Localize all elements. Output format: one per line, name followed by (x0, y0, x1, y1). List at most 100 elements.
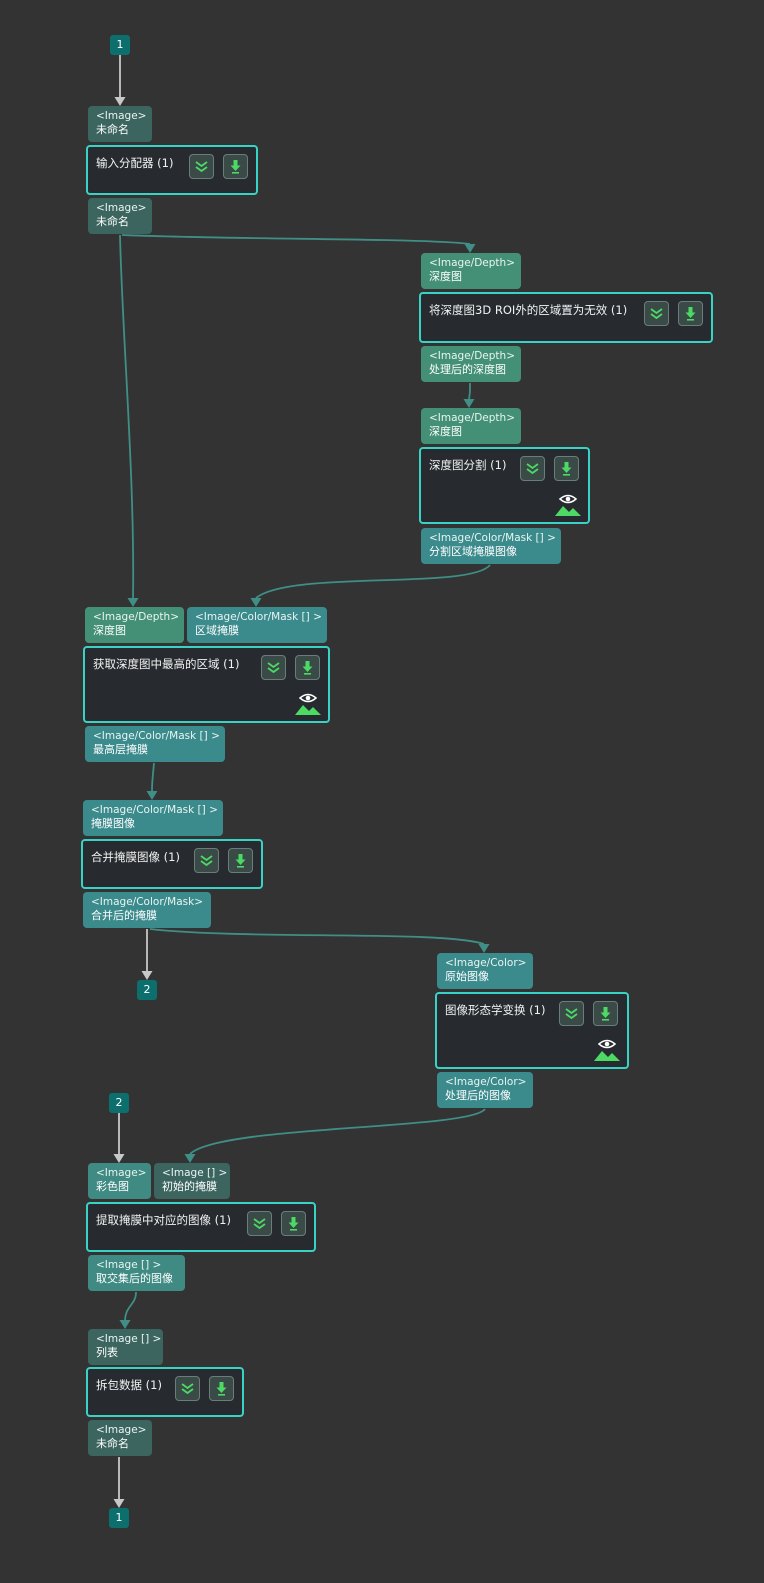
edge-extract-to-unpack (124, 1291, 137, 1321)
edge-morphology-to-extract-arrow (184, 1154, 196, 1163)
node-merge-masks[interactable]: 合并掩膜图像 (1) (81, 839, 263, 889)
port-type: <Image> (96, 1167, 147, 1179)
port-name: 最高层掩膜 (93, 743, 148, 756)
edge-roi-to-segmentation (468, 382, 471, 400)
node-title: 获取深度图中最高的区域 (1) (93, 657, 240, 671)
port-name: 分割区域掩膜图像 (429, 545, 517, 558)
download-button[interactable] (209, 1376, 234, 1401)
node-highest-region[interactable]: 获取深度图中最高的区域 (1) (83, 646, 330, 723)
edge-splitter-to-highest-arrow (127, 598, 139, 607)
expand-button[interactable] (644, 301, 669, 326)
port-name: 原始图像 (445, 970, 489, 983)
output-port[interactable]: <Image [] > 取交集后的图像 (88, 1255, 185, 1291)
input-port[interactable]: <Image/Depth> 深度图 (421, 253, 521, 289)
input-port[interactable]: <Image [] > 列表 (88, 1329, 163, 1365)
port-type: <Image [] > (96, 1333, 162, 1345)
node-title: 合并掩膜图像 (1) (91, 850, 180, 864)
port-type: <Image> (96, 110, 147, 122)
port-type: <Image/Color> (445, 1076, 527, 1088)
port-type: <Image/Color/Mask [] > (91, 804, 218, 816)
edge-extract-to-unpack-arrow (119, 1320, 131, 1329)
download-button[interactable] (295, 655, 320, 680)
input-port[interactable]: <Image/Depth> 深度图 (421, 408, 521, 444)
input-port[interactable]: <Image/Color/Mask [] > 区域掩膜 (187, 607, 327, 643)
edge-splitter-to-roi-arrow (464, 244, 476, 253)
expand-button[interactable] (559, 1001, 584, 1026)
input-port[interactable]: <Image/Color> 原始图像 (437, 953, 533, 989)
edge-splitter-to-highest (119, 234, 135, 599)
node-title: 输入分配器 (1) (96, 156, 174, 170)
expand-button[interactable] (261, 655, 286, 680)
port-name: 合并后的掩膜 (91, 909, 157, 922)
input-port[interactable]: <Image> 未命名 (88, 106, 152, 142)
node-title: 深度图分割 (1) (429, 458, 507, 472)
download-button[interactable] (678, 301, 703, 326)
input-port[interactable]: <Image [] > 初始的掩膜 (154, 1163, 230, 1199)
port-name: 深度图 (429, 270, 462, 283)
port-name: 初始的掩膜 (162, 1180, 217, 1193)
node-depth-segmentation[interactable]: 深度图分割 (1) (419, 447, 590, 524)
download-button[interactable] (281, 1211, 306, 1236)
download-button[interactable] (223, 154, 248, 179)
input-port[interactable]: <Image/Depth> 深度图 (85, 607, 184, 643)
connector-badge-1-top[interactable]: 1 (110, 35, 130, 55)
expand-button[interactable] (520, 456, 545, 481)
port-type: <Image/Depth> (429, 412, 515, 424)
port-type: <Image> (96, 1424, 147, 1436)
port-name: 未命名 (96, 123, 129, 136)
output-port[interactable]: <Image/Color/Mask> 合并后的掩膜 (83, 892, 211, 928)
output-port[interactable]: <Image/Depth> 处理后的深度图 (421, 346, 521, 382)
node-morphology[interactable]: 图像形态学变换 (1) (435, 992, 629, 1069)
connector-badge-1-bottom[interactable]: 1 (109, 1508, 129, 1528)
output-port[interactable]: <Image> 未命名 (88, 198, 152, 234)
expand-button[interactable] (189, 154, 214, 179)
input-port[interactable]: <Image> 彩色图 (88, 1163, 151, 1199)
port-type: <Image/Color/Mask [] > (195, 611, 322, 623)
expand-button[interactable] (175, 1376, 200, 1401)
port-name: 彩色图 (96, 1180, 129, 1193)
download-button[interactable] (554, 456, 579, 481)
port-type: <Image/Color/Mask> (91, 896, 204, 908)
edge-unpack-to-badge1-arrow (113, 1499, 125, 1508)
port-type: <Image/Depth> (429, 350, 515, 362)
expand-button[interactable] (247, 1211, 272, 1236)
node-extract-masked-image[interactable]: 提取掩膜中对应的图像 (1) (86, 1202, 316, 1252)
output-port[interactable]: <Image/Color/Mask [] > 分割区域掩膜图像 (421, 528, 561, 564)
output-port[interactable]: <Image/Color> 处理后的图像 (437, 1072, 533, 1108)
viewer-icon[interactable] (593, 1038, 621, 1062)
node-depth-roi-invalidate[interactable]: 将深度图3D ROI外的区域置为无效 (1) (419, 292, 713, 343)
node-title: 拆包数据 (1) (96, 1378, 162, 1392)
expand-button[interactable] (194, 848, 219, 873)
port-name: 列表 (96, 1346, 118, 1359)
output-port[interactable]: <Image/Color/Mask [] > 最高层掩膜 (85, 726, 225, 762)
input-port[interactable]: <Image/Color/Mask [] > 掩膜图像 (83, 800, 223, 836)
edge-badge2-to-extract-arrow (113, 1154, 125, 1163)
node-title: 将深度图3D ROI外的区域置为无效 (1) (429, 303, 628, 317)
node-title: 图像形态学变换 (1) (445, 1003, 546, 1017)
edge-merge-to-morphology (149, 928, 485, 945)
port-name: 未命名 (96, 215, 129, 228)
port-name: 处理后的图像 (445, 1089, 511, 1102)
port-name: 取交集后的图像 (96, 1272, 173, 1285)
edge-highest-to-merge-arrow (146, 791, 158, 800)
port-name: 深度图 (93, 624, 126, 637)
port-name: 区域掩膜 (195, 624, 239, 637)
download-button[interactable] (228, 848, 253, 873)
port-name: 未命名 (96, 1437, 129, 1450)
viewer-icon[interactable] (554, 493, 582, 517)
viewer-icon[interactable] (294, 692, 322, 716)
output-port[interactable]: <Image> 未命名 (88, 1420, 152, 1456)
node-input-splitter[interactable]: 输入分配器 (1) (86, 145, 258, 195)
edge-splitter-to-roi (121, 234, 471, 245)
node-title: 提取掩膜中对应的图像 (1) (96, 1213, 231, 1227)
connector-badge-2-in[interactable]: 2 (109, 1093, 129, 1113)
download-button[interactable] (593, 1001, 618, 1026)
node-unpack-data[interactable]: 拆包数据 (1) (86, 1367, 244, 1417)
edge-roi-to-segmentation-arrow (463, 399, 475, 408)
connector-badge-2-out[interactable]: 2 (137, 980, 157, 1000)
port-type: <Image/Color/Mask [] > (429, 532, 556, 544)
edge-highest-to-merge (151, 762, 155, 792)
edge-merge-to-badge2-arrow (141, 971, 153, 980)
